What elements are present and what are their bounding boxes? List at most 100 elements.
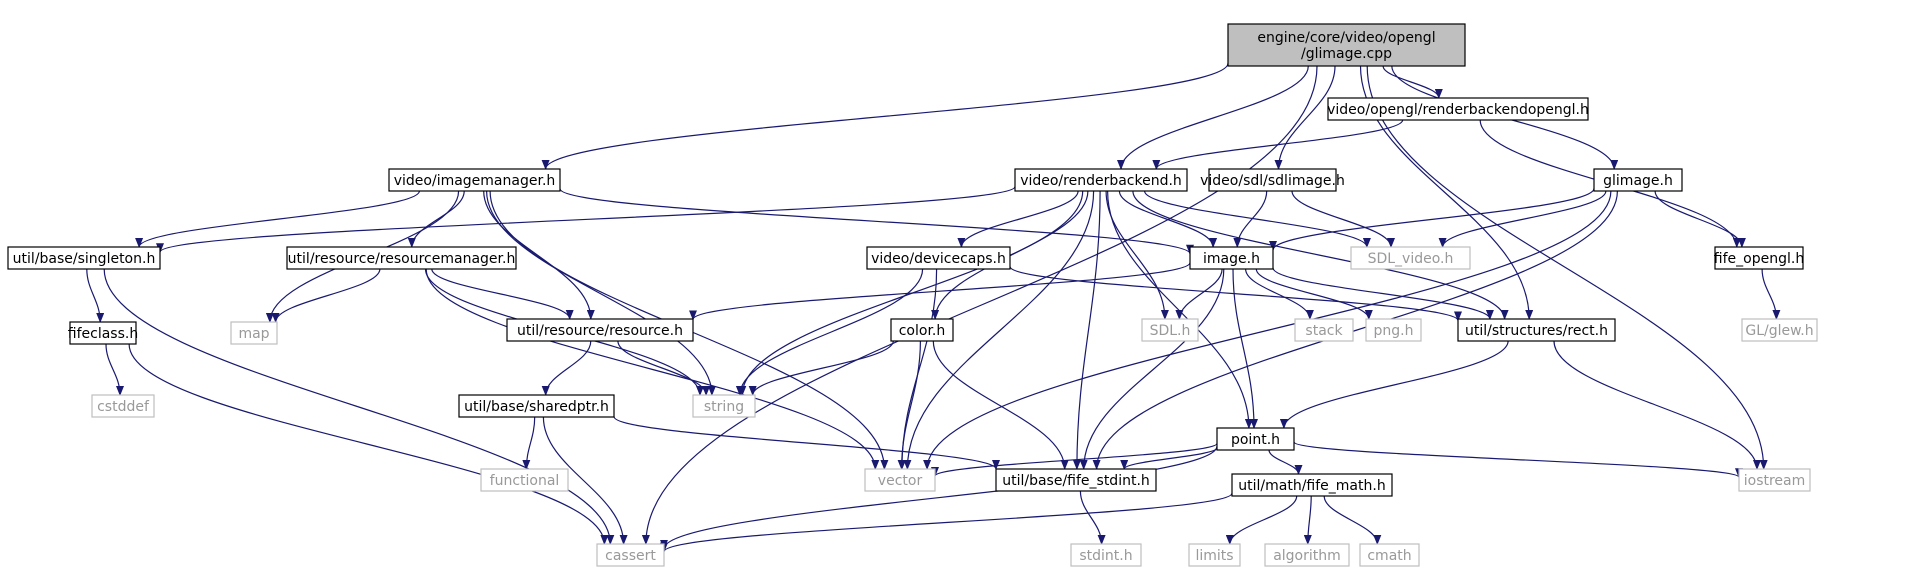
edge-point-to-vector [931,442,1218,477]
node-point[interactable]: point.h [1216,427,1295,451]
node-label: /glimage.cpp [1301,46,1392,62]
node-glew: GL/glew.h [1741,318,1818,342]
node-label: video/sdl/sdlimage.h [1200,173,1345,189]
node-box [1365,318,1422,342]
node-box [1359,543,1420,567]
node-stdint_fife[interactable]: util/base/fife_stdint.h [995,468,1157,492]
edge-fifeclass-to-cassert [128,343,609,545]
edge-singleton-to-cassert [103,268,615,545]
node-box [1457,318,1616,342]
node-label: vector [878,473,923,489]
node-vector: vector [864,468,936,492]
edge-root-to-renderbackend [1117,65,1309,170]
node-imagemanager[interactable]: video/imagemanager.h [388,168,561,192]
node-renderbackend[interactable]: video/renderbackend.h [1014,168,1188,192]
node-box [1141,318,1199,342]
node-box [1208,168,1337,192]
node-fifeclass[interactable]: fifeclass.h [68,321,138,345]
node-root[interactable]: engine/core/video/opengl/glimage.cpp [1227,23,1466,67]
node-fifemath[interactable]: util/math/fife_math.h [1231,473,1393,497]
node-label: color.h [899,323,946,339]
edge-glimage-to-image [1269,188,1595,251]
node-box [995,468,1157,492]
node-fifeopengl[interactable]: fife_opengl.h [1714,246,1804,270]
node-label: util/base/sharedptr.h [464,399,609,415]
edge-point-to-stdint_fife [1120,447,1218,470]
edge-resourcemanager-to-resource [431,268,574,320]
edge-root-to-imagemanager [541,63,1229,170]
node-glimage[interactable]: glimage.h [1593,168,1683,192]
node-label: util/math/fife_math.h [1238,478,1385,494]
node-label: util/base/singleton.h [13,251,156,267]
node-box [506,318,694,342]
edge-fifemath-to-cassert [660,492,1233,553]
edge-fifemath-to-limits [1225,495,1298,545]
node-rect[interactable]: util/structures/rect.h [1457,318,1616,342]
node-box [1350,246,1471,270]
edge-singleton-to-fifeclass [86,268,105,323]
edge-sdlimage-to-sdlvideo [1291,190,1395,248]
edge-resourcemanager-to-map [271,268,381,323]
node-box [866,246,1011,270]
edge-image-to-png [1255,268,1373,320]
node-image[interactable]: image.h [1189,246,1274,270]
edge-fifeclass-to-cstddef [105,343,124,396]
edge-root-to-sdlimage [1274,65,1336,170]
node-label: glimage.h [1603,173,1673,189]
node-cassert: cassert [596,543,665,567]
node-label: fifeclass.h [68,326,138,342]
node-label: SDL_video.h [1368,251,1454,267]
node-limits: limits [1188,543,1241,567]
node-sdlimage[interactable]: video/sdl/sdlimage.h [1200,168,1345,192]
node-stdinth: stdint.h [1070,543,1142,567]
edge-fifemath-to-algorithm [1303,495,1312,545]
node-label: functional [490,473,560,489]
node-box [864,468,936,492]
node-cmath: cmath [1359,543,1420,567]
node-label: engine/core/video/opengl [1257,30,1435,46]
node-label: stack [1305,323,1343,339]
edge-image-to-sdlh [1175,268,1223,320]
node-color[interactable]: color.h [890,318,954,342]
node-box [1014,168,1188,192]
node-label: video/devicecaps.h [871,251,1006,267]
edge-renderbackend-to-vector [903,190,1095,470]
node-label: util/resource/resourcemanager.h [288,251,516,267]
node-algorithm: algorithm [1264,543,1350,567]
edge-renderbackend-to-image [1118,190,1218,248]
node-resource[interactable]: util/resource/resource.h [506,318,694,342]
node-renderbackendopengl[interactable]: video/opengl/renderbackendopengl.h [1327,97,1589,121]
edge-fifemath-to-cmath [1323,495,1382,545]
node-label: algorithm [1273,548,1341,564]
node-stack: stack [1294,318,1354,342]
edge-sharedptr-to-functional [522,416,536,470]
edge-resource-to-string [617,340,711,396]
node-box [1189,246,1274,270]
node-label: limits [1195,548,1233,564]
node-string: string [692,394,756,418]
edge-image-to-stdint_fife [1079,268,1225,470]
edge-imagemanager-to-string [486,190,716,396]
node-devicecaps[interactable]: video/devicecaps.h [866,246,1011,270]
node-box [7,246,161,270]
node-label: stdint.h [1079,548,1132,564]
node-resourcemanager[interactable]: util/resource/resourcemanager.h [286,246,517,270]
node-box [458,394,615,418]
edge-stdint_fife-to-stdinth [1079,490,1106,545]
node-sharedptr[interactable]: util/base/sharedptr.h [458,394,615,418]
node-box [230,321,278,345]
node-box [388,168,561,192]
node-box [1741,318,1818,342]
edge-imagemanager-to-resourcemanager [407,190,465,248]
node-box [286,246,517,270]
edge-fifeopengl-to-glew [1761,268,1781,320]
node-singleton[interactable]: util/base/singleton.h [7,246,161,270]
node-label: cmath [1367,548,1411,564]
edge-root-to-iostream [1366,65,1768,470]
edge-color-to-string [748,340,894,396]
node-box [1070,543,1142,567]
node-box [69,321,137,345]
node-box [1327,97,1589,121]
edge-image-to-point [1232,268,1258,429]
